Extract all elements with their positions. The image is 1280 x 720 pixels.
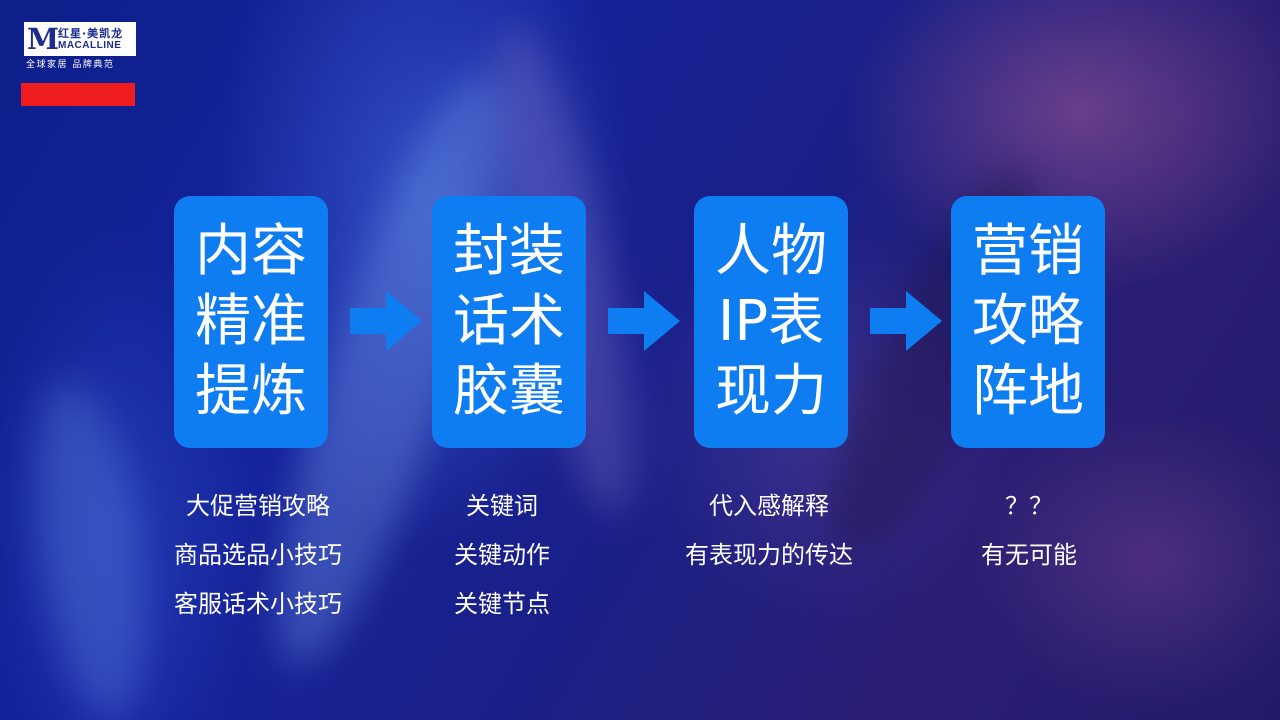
right-arrow-icon (350, 291, 422, 351)
right-arrow-icon (870, 291, 942, 351)
step-card-line: 封装 (453, 219, 565, 284)
accent-bar (21, 83, 135, 106)
step-detail-item: 关键节点 (454, 590, 550, 618)
step-detail-item: 有表现力的传达 (685, 541, 853, 569)
logo-chinese-name: 红星·美凯龙 (58, 27, 124, 40)
step-card-3: 人物 IP表 现力 (694, 196, 848, 448)
step-card-line: 阵地 (972, 359, 1084, 424)
step-details-4: ？？ 有无可能 (899, 482, 1159, 580)
step-detail-item: 关键动作 (454, 541, 550, 569)
step-details-2: 关键词 关键动作 关键节点 (372, 482, 632, 629)
step-card-line: 话术 (453, 289, 565, 354)
logo-slogan: 全球家居 品牌典范 (26, 60, 115, 70)
step-detail-item: 有无可能 (981, 541, 1077, 569)
step-card-line: 人物 (715, 219, 827, 284)
brand-logo: M 红星·美凯龙 MACALLINE 全球家居 品牌典范 (24, 22, 136, 70)
step-card-2: 封装 话术 胶囊 (432, 196, 586, 448)
logo-mark: M (27, 22, 60, 56)
step-detail-item: ？？ (1005, 492, 1053, 520)
step-detail-item: 大促营销攻略 (186, 492, 330, 520)
step-detail-item: 代入感解释 (709, 492, 829, 520)
step-detail-item: 商品选品小技巧 (174, 541, 342, 569)
step-card-line: 营销 (972, 219, 1084, 284)
step-card-line: 提炼 (195, 359, 307, 424)
logo-english-name: MACALLINE (58, 40, 122, 51)
step-card-line: IP表 (717, 289, 825, 354)
step-card-line: 现力 (715, 359, 827, 424)
right-arrow-icon (608, 291, 680, 351)
step-card-1: 内容 精准 提炼 (174, 196, 328, 448)
step-detail-item: 客服话术小技巧 (174, 590, 342, 618)
step-details-3: 代入感解释 有表现力的传达 (639, 482, 899, 580)
step-card-line: 胶囊 (453, 359, 565, 424)
step-card-line: 内容 (195, 219, 307, 284)
step-card-line: 精准 (195, 289, 307, 354)
step-card-line: 攻略 (972, 289, 1084, 354)
step-details-1: 大促营销攻略 商品选品小技巧 客服话术小技巧 (128, 482, 388, 629)
logo-plate: M 红星·美凯龙 MACALLINE (24, 22, 136, 56)
step-card-4: 营销 攻略 阵地 (951, 196, 1105, 448)
step-detail-item: 关键词 (466, 492, 538, 520)
